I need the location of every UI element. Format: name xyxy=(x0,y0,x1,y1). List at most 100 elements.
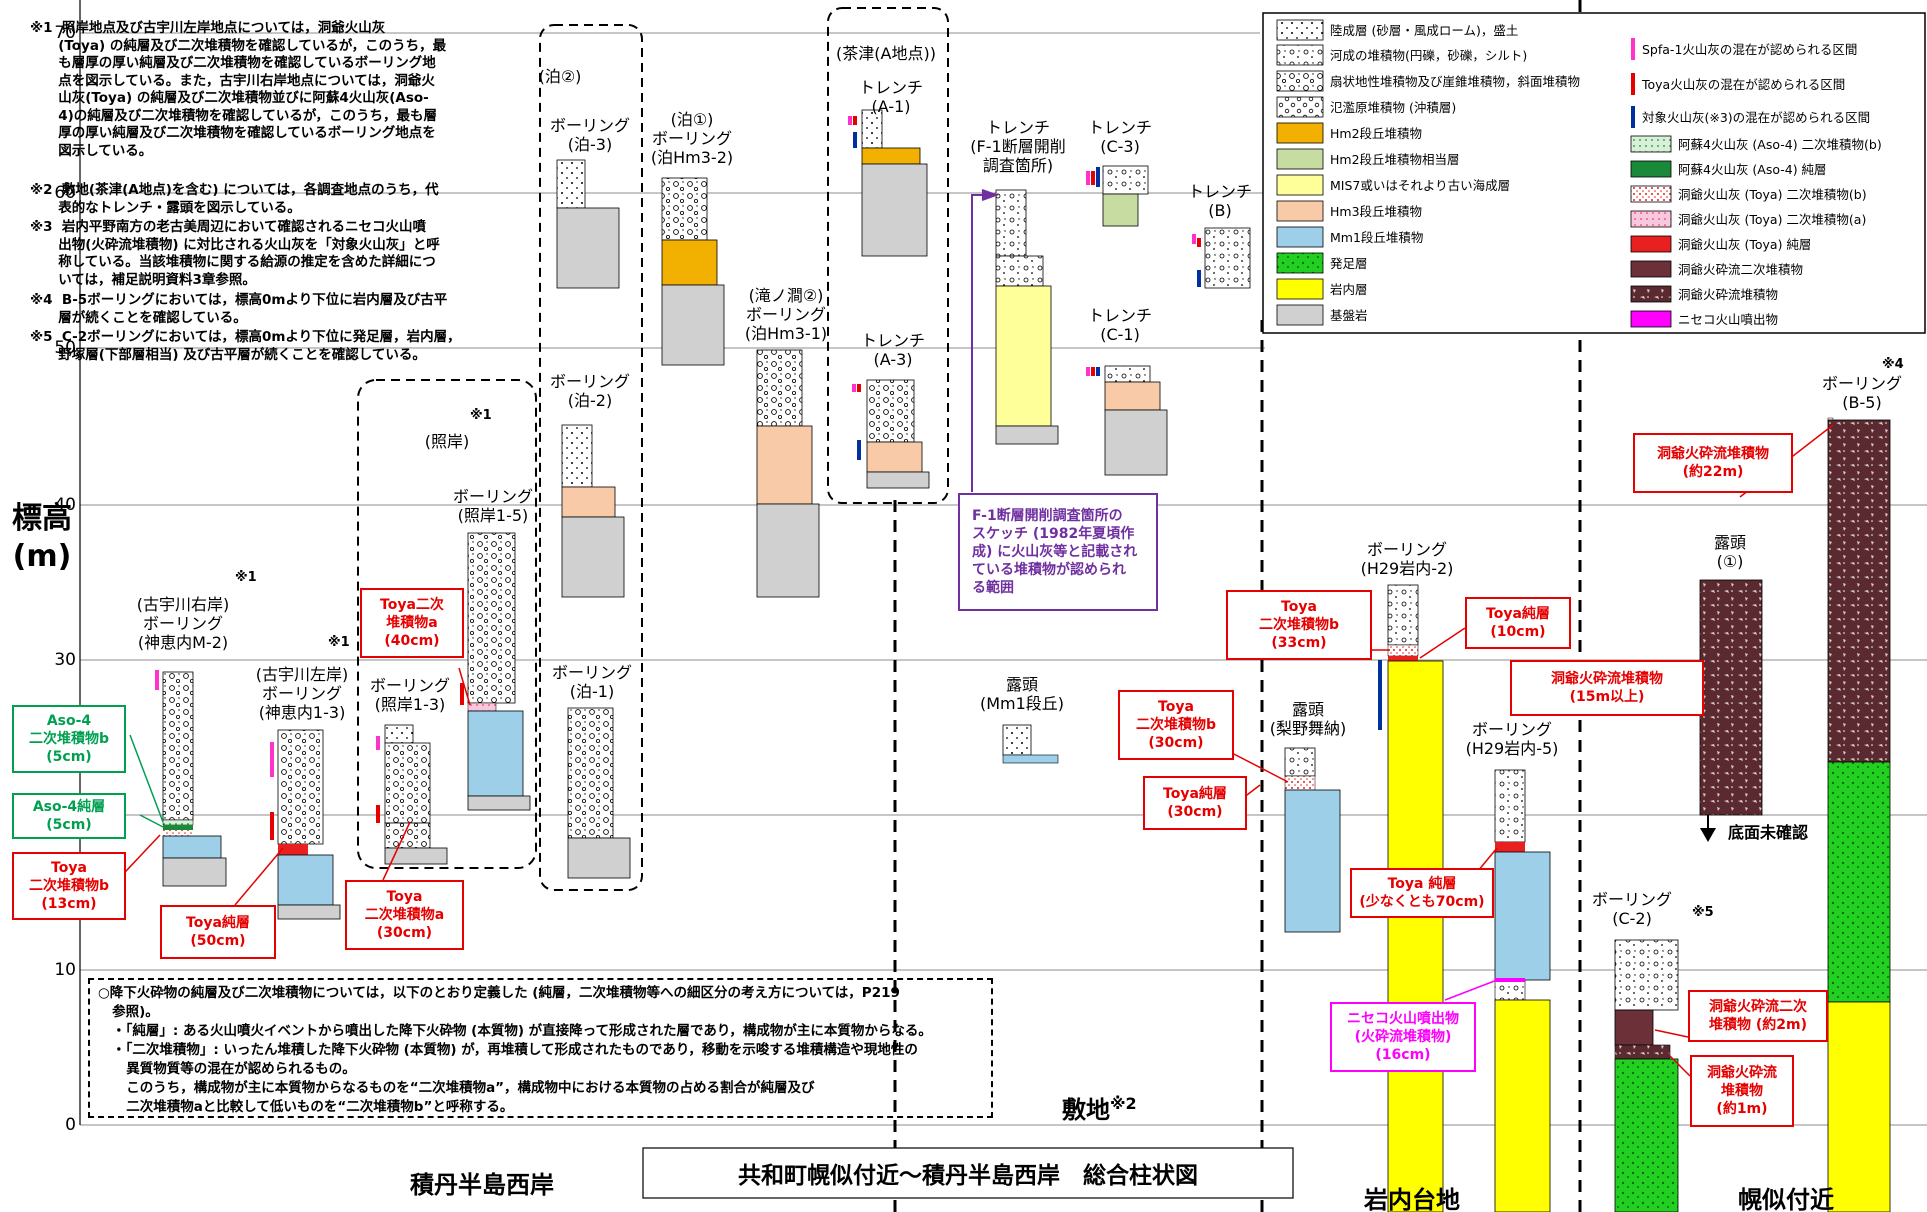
column-trench-a3 xyxy=(852,379,930,489)
label-tomari-hm3-2: (泊①) ボーリング (泊Hm3-2) xyxy=(650,110,734,167)
callout-leader-purple xyxy=(971,189,999,492)
column-trench-c3 xyxy=(1086,165,1149,227)
column-outcrop-mm1 xyxy=(1002,724,1059,764)
ytick-0: 0 xyxy=(65,1115,76,1135)
legend-swatches-left xyxy=(1276,19,1324,326)
note-1: ※1 照岸地点及び古宇川左岸地点については，洞爺火山灰 (Toya) の純層及び… xyxy=(30,20,447,159)
label-trench-c1: トレンチ (C-1) xyxy=(1087,306,1153,344)
column-outcrop-1 xyxy=(1699,579,1763,842)
legend-item: 陸成層 (砂層・風成ローム)，盛土 xyxy=(1330,23,1519,38)
callout-pyro-1m: 洞爺火砕流 堆積物 (約1m) xyxy=(1690,1055,1794,1127)
callout-toya-secondary-b-33: Toya 二次堆積物b (33cm) xyxy=(1226,590,1372,660)
label-tomari-hm3-1: (滝ノ澗②) ボーリング (泊Hm3-1) xyxy=(744,286,828,343)
legend-item: 発足層 xyxy=(1330,256,1368,271)
label-tomari-2: ボーリング (泊-2) xyxy=(549,372,631,410)
callout-niseko-16: ニセコ火山噴出物 (火砕流堆積物) (16cm) xyxy=(1330,1002,1476,1072)
label-trench-a1: トレンチ (A-1) xyxy=(858,78,924,116)
star-1b: ※1 xyxy=(328,635,350,650)
column-trench-f1 xyxy=(995,189,1059,445)
label-bottom-unconfirmed: 底面未確認 xyxy=(1727,823,1809,842)
legend-item: 阿蘇4火山灰 (Aso-4) 二次堆積物(b) xyxy=(1678,137,1882,152)
label-teru: (照岸) xyxy=(424,432,470,451)
label-tomari-1: ボーリング (泊-1) xyxy=(551,663,633,701)
column-teru-1-3 xyxy=(376,724,448,865)
star-1c: ※1 xyxy=(470,408,492,423)
legend-item: 氾濫原堆積物 (沖積層) xyxy=(1330,100,1457,115)
column-c2 xyxy=(1614,939,1679,1212)
label-outcrop-1: 露頭 (①) xyxy=(1713,533,1747,571)
column-outcrop-rishino xyxy=(1284,747,1341,933)
title-frame xyxy=(642,1147,1294,1199)
callout-toya-pure-30: Toya純層 (30cm) xyxy=(1143,776,1247,830)
column-trench-a1 xyxy=(848,109,928,257)
column-kamoenai-1-3 xyxy=(270,729,341,920)
ytick-50: 50 xyxy=(54,338,76,358)
label-trench-a3: トレンチ (A-3) xyxy=(860,331,926,369)
legend-item: ニセコ火山噴出物 xyxy=(1678,312,1779,327)
star-4: ※4 xyxy=(1882,357,1904,372)
legend-item: 対象火山灰(※3)の混在が認められる区間 xyxy=(1642,110,1871,125)
label-tomari-2-group: (泊②) xyxy=(538,67,582,86)
callout-f1-sketch-range: F-1断層開削調査箇所の スケッチ (1982年夏頃作 成) に火山灰等と記載さ… xyxy=(958,493,1158,611)
note-4: ※4 B-5ボーリングにおいては，標高0mより下位に岩内層及び古平 層が続くこと… xyxy=(30,292,448,326)
legend-swatches-right xyxy=(1630,38,1672,328)
label-c2: ボーリング (C-2) xyxy=(1591,890,1673,928)
label-b5: ボーリング (B-5) xyxy=(1821,374,1903,412)
label-furu-left: (古宇川左岸) ボーリング (神恵内1-3) xyxy=(255,665,349,722)
legend-item: Mm1段丘堆積物 xyxy=(1330,230,1424,245)
callout-pyro-secondary-2m: 洞爺火砕流二次 堆積物 (約2m) xyxy=(1688,990,1828,1042)
legend-item: Hm2段丘堆積物 xyxy=(1330,126,1423,141)
region-shakotan: 積丹半島西岸 xyxy=(410,1171,554,1199)
callout-aso4-pure: Aso-4純層 (5cm) xyxy=(12,793,126,839)
label-trench-f1: トレンチ (F-1断層開削 調査箇所) xyxy=(970,118,1066,175)
column-tomari-hm3-1 xyxy=(756,349,820,598)
column-tomari-hm3-2 xyxy=(661,177,725,366)
group-boxes xyxy=(357,7,949,891)
column-h29-iwanai-5 xyxy=(1494,769,1551,1212)
label-h29-iwanai-5: ボーリング (H29岩内-5) xyxy=(1465,720,1559,758)
region-site-note: ※2 xyxy=(1110,1094,1137,1113)
label-furu-right: (古宇川右岸) ボーリング (神恵内M-2) xyxy=(136,595,230,652)
legend-item: Hm2段丘堆積物相当層 xyxy=(1330,152,1460,167)
column-tomari-2 xyxy=(561,424,625,598)
column-tomari-1 xyxy=(567,707,631,879)
legend-item: 洞爺火山灰 (Toya) 純層 xyxy=(1678,237,1812,252)
column-trench-c1 xyxy=(1086,365,1168,476)
label-teru-1-3: ボーリング (照岸1-3) xyxy=(369,676,451,714)
label-tomari-3: ボーリング (泊-3) xyxy=(549,116,631,154)
legend-item: Spfa-1火山灰の混在が認められる区間 xyxy=(1642,42,1858,57)
y-axis-label: 標高 (m) xyxy=(12,501,72,574)
legend-item: 岩内層 xyxy=(1330,282,1368,297)
legend-item: 洞爺火砕流二次堆積物 xyxy=(1678,262,1804,277)
callout-toya-secondary-a-40: Toya二次 堆積物a (40cm) xyxy=(360,588,464,658)
legend-item: Toya火山灰の混在が認められる区間 xyxy=(1642,77,1846,92)
column-b5 xyxy=(1827,417,1891,1212)
callout-aso4-secondary-b: Aso-4 二次堆積物b (5cm) xyxy=(12,705,126,773)
region-iwanai: 岩内台地 xyxy=(1364,1186,1460,1212)
callout-toya-secondary-b-13: Toya 二次堆積物b (13cm) xyxy=(12,852,126,920)
column-trench-b xyxy=(1192,227,1251,289)
legend-item: 基盤岩 xyxy=(1330,308,1368,323)
ytick-10: 10 xyxy=(54,960,76,980)
region-site: 敷地※2 xyxy=(1062,1090,1137,1125)
definition-box: ○降下火砕物の純層及び二次堆積物については，以下のとおり定義した (純層，二次堆… xyxy=(88,978,993,1118)
legend-item: MIS7或いはそれより古い海成層 xyxy=(1330,178,1511,193)
legend-item: Hm3段丘堆積物 xyxy=(1330,204,1423,219)
callout-leader-magenta xyxy=(1444,979,1498,1001)
label-chatsu: (茶津(A地点)) xyxy=(836,44,936,63)
legend-item: 阿蘇4火山灰 (Aso-4) 純層 xyxy=(1678,162,1827,177)
star-1a: ※1 xyxy=(235,570,257,585)
star-5: ※5 xyxy=(1692,905,1714,920)
callout-toya-pure-10: Toya純層 (10cm) xyxy=(1465,597,1571,649)
legend-item: 洞爺火山灰 (Toya) 二次堆積物(b) xyxy=(1678,187,1867,202)
note-5: ※5 C-2ボーリングにおいては，標高0mより下位に発足層，岩内層， 野塚層(下… xyxy=(30,329,461,363)
callout-pyro-22m: 洞爺火砕流堆積物 (約22m) xyxy=(1633,433,1793,493)
label-outcrop-rishino: 露頭 (梨野舞納) xyxy=(1269,700,1347,738)
callout-toya-secondary-b-30: Toya 二次堆積物b (30cm) xyxy=(1118,690,1234,760)
label-teru-1-5: ボーリング (照岸1-5) xyxy=(452,487,534,525)
label-trench-b: トレンチ (B) xyxy=(1187,182,1253,220)
ytick-60: 60 xyxy=(54,183,76,203)
column-h29-iwanai-2 xyxy=(1378,584,1444,1212)
